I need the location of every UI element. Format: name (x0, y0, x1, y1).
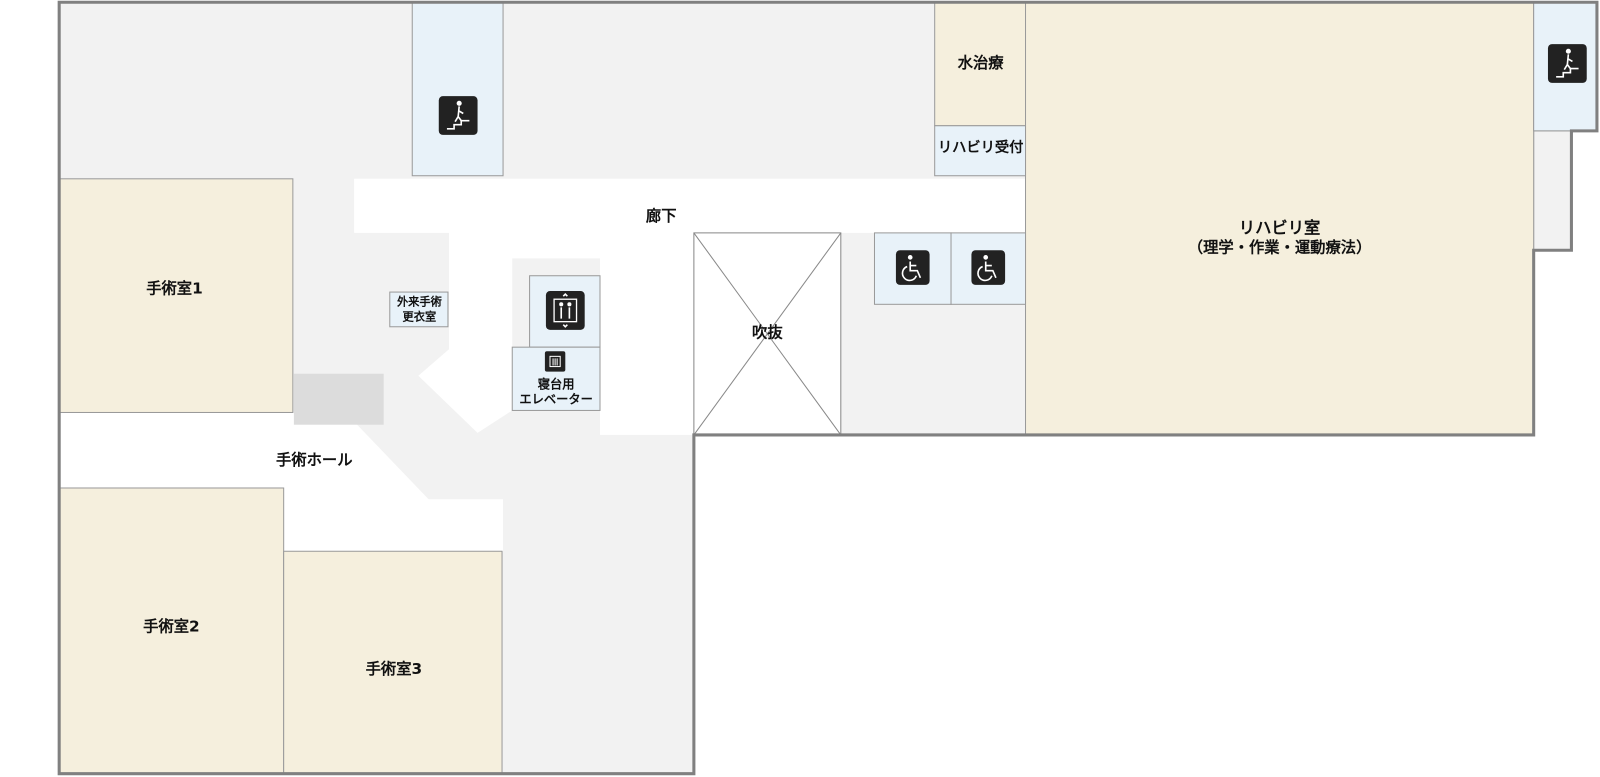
label-hydrotherapy: 水治療 (958, 54, 1005, 72)
right-gray-column (1533, 130, 1572, 251)
rehab-reception[interactable] (934, 125, 1027, 177)
atrium (693, 232, 842, 436)
label-or2: 手術室2 (143, 617, 200, 635)
operating-room-2[interactable] (58, 487, 285, 775)
label-rehab-room-sub: （理学・作業・運動療法） (1188, 239, 1372, 257)
label-atrium: 吹抜 (752, 323, 783, 341)
stairs-icon (438, 96, 478, 135)
label-or3: 手術室3 (366, 660, 423, 678)
label-rehab-reception: リハビリ受付 (938, 138, 1024, 156)
label-bed-elevator-1: 寝台用 (538, 376, 575, 391)
bed-elevator-icon (544, 351, 566, 372)
operating-room-1[interactable] (58, 178, 294, 413)
label-or1: 手術室1 (146, 280, 203, 298)
storage-area (293, 373, 384, 425)
building-outline (57, 0, 1599, 776)
label-or-hall: 手術ホール (276, 451, 353, 469)
wheelchair-icon (895, 250, 930, 285)
surgery-hall-area[interactable] (59, 412, 504, 552)
wheelchair-icon (971, 250, 1006, 285)
label-bed-elevator-2: エレベーター (519, 393, 592, 407)
label-changing-1: 外来手術 (396, 294, 442, 308)
stairs-left[interactable] (411, 1, 504, 177)
corridor-area[interactable] (354, 178, 1026, 435)
hydrotherapy-room[interactable] (934, 1, 1027, 127)
label-rehab-room: リハビリ室 (1239, 218, 1321, 237)
label-corridor: 廊下 (646, 207, 677, 225)
stairs-icon (1547, 44, 1587, 83)
changing-room[interactable] (389, 291, 449, 328)
operating-room-3[interactable] (283, 550, 503, 775)
elevator-icon (545, 291, 585, 330)
label-changing-2: 更衣室 (403, 310, 437, 324)
